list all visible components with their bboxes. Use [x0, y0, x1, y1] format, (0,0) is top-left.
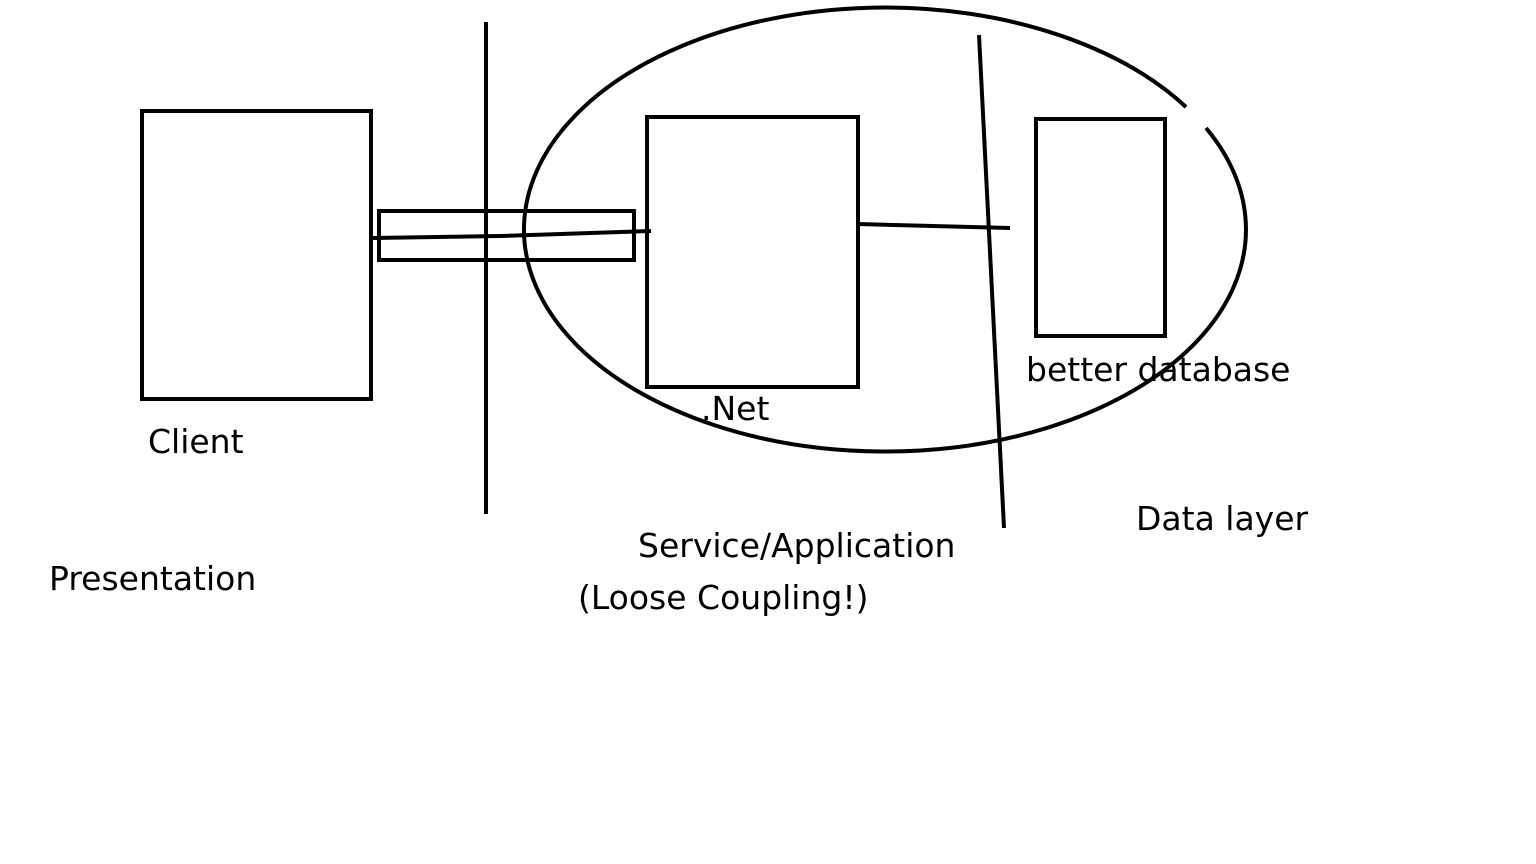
- service-ellipse: [522, 5, 1248, 454]
- loose-coupling-label: (Loose Coupling!): [578, 578, 868, 617]
- connector-pipe: [377, 209, 636, 262]
- data-divider-line: [977, 34, 1006, 529]
- client-box: [140, 109, 373, 401]
- database-box: [1034, 117, 1167, 338]
- client-to-net-line: [370, 229, 652, 240]
- net-box: [645, 115, 860, 389]
- client-label: Client: [148, 422, 244, 461]
- ellipse-label-gap: [1150, 383, 1210, 407]
- net-to-database-line: [857, 222, 1011, 230]
- data-layer-label: Data layer: [1136, 499, 1309, 538]
- presentation-label: Presentation: [49, 559, 256, 598]
- better-database-label: better database: [1026, 350, 1290, 389]
- net-label: .Net: [701, 389, 769, 428]
- service-application-label: Service/Application: [638, 526, 955, 565]
